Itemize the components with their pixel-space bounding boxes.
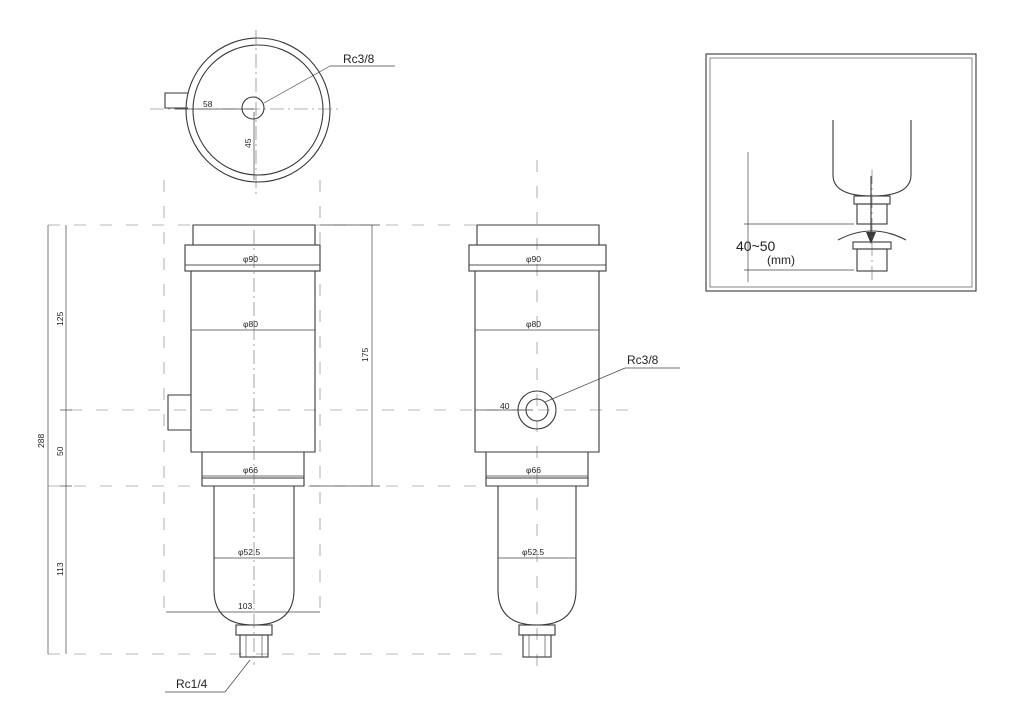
dim-288-label: 288 [36,434,46,448]
dim-125-label: 125 [55,312,65,326]
top-view-inlet-boss [164,92,188,109]
front-phi90-label: φ90 [243,254,258,264]
rc38-side-label: Rc3/8 [627,353,659,367]
side-drain-body [522,634,552,658]
side-phi66-label: φ66 [526,465,541,475]
side-phi52-label: φ52.5 [522,547,544,557]
front-phi52-label: φ52.5 [238,547,260,557]
rc38-top-label: Rc3/8 [343,52,375,66]
front-flange [184,244,321,272]
front-head [192,224,316,245]
drain-callout: Rc1/4 [165,659,251,693]
top-view-inner-circle [192,44,324,176]
side-flange [468,244,607,272]
dim-58-label: 58 [203,99,213,109]
front-body [190,271,316,453]
top-view: 58 45 Rc3/8 [150,30,395,195]
inset-arrow-head [866,232,876,244]
rc14-leader [224,659,251,693]
dim-50-label: 50 [55,446,65,456]
side-view: φ90 φ80 φ66 φ52.5 40 Rc3/8 [468,224,680,658]
inset-unit-label: (mm) [767,253,795,267]
front-cup [201,478,305,487]
inset-detail: 40~50 (mm) [705,53,977,292]
side-cup [485,478,589,487]
side-40-label: 40 [500,401,510,411]
inset-frame-outer [705,53,977,292]
dimension-175: 175 [310,224,380,487]
front-view: φ90 φ80 φ66 φ52.5 103 [166,224,321,665]
rc14-label: Rc1/4 [176,677,208,691]
front-width-label: 103 [238,601,252,611]
dim-113-label: 113 [55,562,65,576]
side-neck [485,452,589,479]
top-view-outer-circle [185,37,331,183]
side-phi90-label: φ90 [526,254,541,264]
inset-frame-inner [709,57,973,288]
left-dimensions: 125 50 113 288 [36,225,72,654]
side-head [476,224,600,245]
front-phi66-label: φ66 [243,465,258,475]
side-phi80-label: φ80 [526,319,541,329]
front-phi80-label: φ80 [243,319,258,329]
front-neck [201,452,305,479]
dim-175-label: 175 [360,348,370,362]
side-body [474,271,600,453]
dim-45-label: 45 [243,138,253,148]
top-view-port-hole [241,96,265,120]
front-inlet-port [167,394,191,431]
inset-bowl [832,120,912,197]
inset-clearance-label: 40~50 [736,238,776,254]
rc38-top-leader [263,65,331,104]
rc38-side-leader [544,367,626,403]
construction-lines [48,160,640,680]
